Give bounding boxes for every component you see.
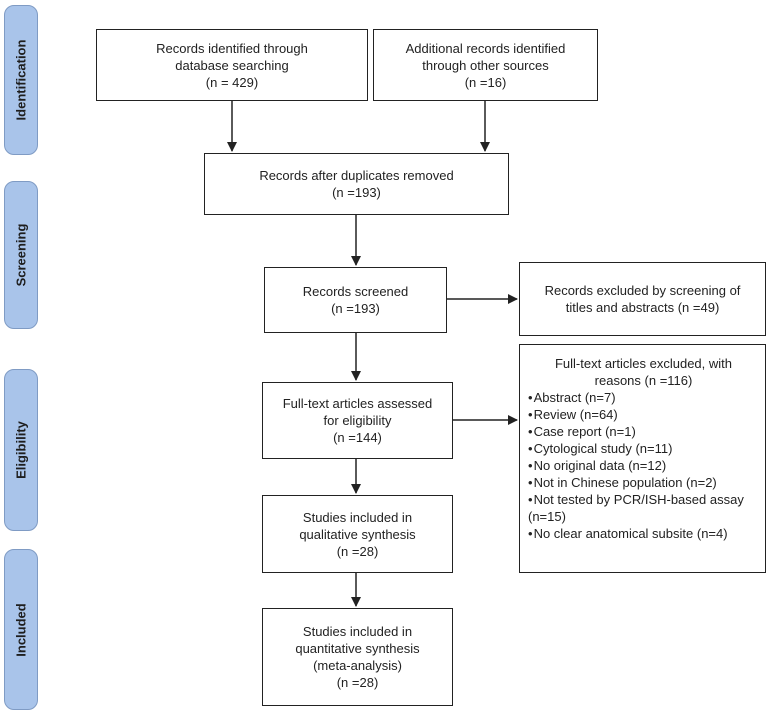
reason-review: Review (n=64)	[528, 406, 618, 423]
box-quantitative-count: (n =28)	[336, 675, 379, 690]
box-database-records: Records identified through database sear…	[96, 29, 368, 101]
box-fulltext-assessed-count: (n =144)	[333, 430, 382, 445]
box-screened-line1: Records screened	[302, 284, 409, 299]
box-fulltext-excluded: Full-text articles excluded, with reason…	[519, 344, 766, 573]
box-other-sources: Additional records identified through ot…	[373, 29, 598, 101]
box-fulltext-assessed: Full-text articles assessed for eligibil…	[262, 382, 453, 459]
box-fulltext-assessed-line2: for eligibility	[323, 413, 392, 428]
reason-not-tested-pcr-ish: Not tested by PCR/ISH-based assay	[528, 491, 744, 508]
box-database-count: (n = 429)	[205, 74, 259, 90]
box-database-line1: Records identified through	[156, 40, 308, 56]
box-other-sources-count: (n =16)	[464, 74, 507, 90]
stage-screening: Screening	[4, 181, 38, 329]
box-duplicates-removed: Records after duplicates removed (n =193…	[204, 153, 509, 215]
box-quantitative-line1: Studies included in	[302, 624, 413, 639]
box-records-screened: Records screened (n =193)	[264, 267, 447, 333]
box-screened-count: (n =193)	[331, 301, 380, 316]
box-quantitative-line2: quantitative synthesis	[295, 641, 420, 656]
reason-case-report: Case report (n=1)	[528, 423, 636, 440]
box-fulltext-excluded-line2: reasons (n =116)	[594, 373, 693, 388]
reason-abstract: Abstract (n=7)	[528, 389, 616, 406]
reason-cytological-study: Cytological study (n=11)	[528, 440, 673, 457]
box-fulltext-assessed-line1: Full-text articles assessed	[282, 396, 433, 411]
box-other-sources-line1: Additional records identified	[405, 40, 566, 56]
box-duplicates-line1: Records after duplicates removed	[259, 168, 454, 183]
box-qualitative-line1: Studies included in	[302, 509, 413, 525]
box-excluded-screening-line1: Records excluded by screening of	[544, 283, 741, 298]
stage-eligibility: Eligibility	[4, 369, 38, 531]
stage-identification: Identification	[4, 5, 38, 155]
box-qualitative-count: (n =28)	[336, 543, 379, 559]
box-quantitative-line3: (meta-analysis)	[313, 658, 402, 673]
reason-not-tested-pcr-ish-count: (n=15)	[528, 509, 566, 524]
box-qualitative-synthesis: Studies included in qualitative synthesi…	[262, 495, 453, 573]
box-database-line2: database searching	[175, 57, 289, 73]
box-duplicates-count: (n =193)	[332, 185, 381, 200]
reason-no-anatomical-subsite: No clear anatomical subsite (n=4)	[528, 525, 728, 542]
box-excluded-screening: Records excluded by screening of titles …	[519, 262, 766, 336]
box-other-sources-line2: through other sources	[422, 57, 549, 73]
box-qualitative-line2: qualitative synthesis	[299, 526, 416, 542]
box-fulltext-excluded-line1: Full-text articles excluded, with	[554, 356, 732, 371]
reason-not-chinese-population: Not in Chinese population (n=2)	[528, 474, 717, 491]
box-excluded-screening-line2: titles and abstracts (n =49)	[565, 300, 720, 315]
stage-included: Included	[4, 549, 38, 710]
reason-no-original-data: No original data (n=12)	[528, 457, 667, 474]
box-quantitative-synthesis: Studies included in quantitative synthes…	[262, 608, 453, 706]
